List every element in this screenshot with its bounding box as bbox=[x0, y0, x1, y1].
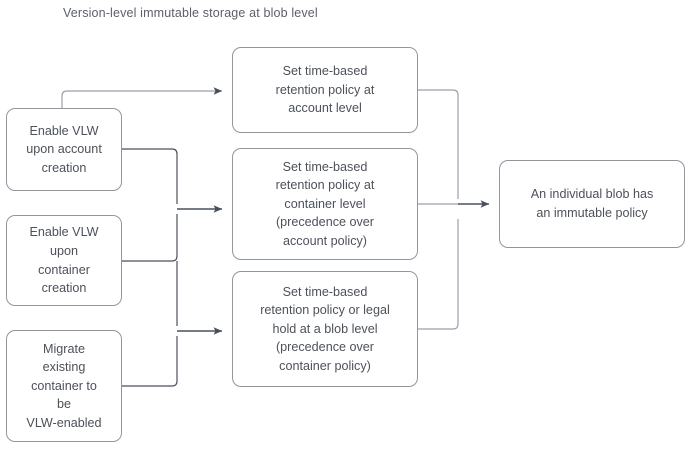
node-label: Set time-based retention policy at conta… bbox=[275, 159, 375, 248]
edge-enable-account-to-retention-account bbox=[61, 87, 223, 108]
node-retention-policy-blob-level[interactable]: Set time-based retention policy or legal… bbox=[232, 271, 418, 387]
node-label: Enable VLW upon account creation bbox=[26, 123, 102, 175]
node-label: Enable VLW upon container creation bbox=[29, 225, 99, 296]
node-migrate-existing-container[interactable]: Migrate existing container to be VLW-ena… bbox=[6, 330, 122, 442]
edge-right-merge-bus bbox=[418, 89, 490, 330]
node-label: Set time-based retention policy at accou… bbox=[275, 64, 375, 116]
edge-left-merge-bus bbox=[122, 148, 223, 262]
node-individual-blob-immutable-policy[interactable]: An individual blob has an immutable poli… bbox=[499, 160, 685, 248]
node-enable-vlw-upon-account-creation[interactable]: Enable VLW upon account creation bbox=[6, 108, 122, 191]
node-enable-vlw-upon-container-creation[interactable]: Enable VLW upon container creation bbox=[6, 215, 122, 306]
node-label: Set time-based retention policy or legal… bbox=[260, 284, 390, 373]
diagram-title: Version-level immutable storage at blob … bbox=[63, 6, 318, 20]
node-retention-policy-container-level[interactable]: Set time-based retention policy at conta… bbox=[232, 148, 418, 260]
edge-left-lower-bus bbox=[122, 261, 223, 387]
node-label: An individual blob has an immutable poli… bbox=[530, 187, 654, 220]
node-retention-policy-account-level[interactable]: Set time-based retention policy at accou… bbox=[232, 47, 418, 133]
node-label: Migrate existing container to be VLW-ena… bbox=[26, 341, 102, 430]
